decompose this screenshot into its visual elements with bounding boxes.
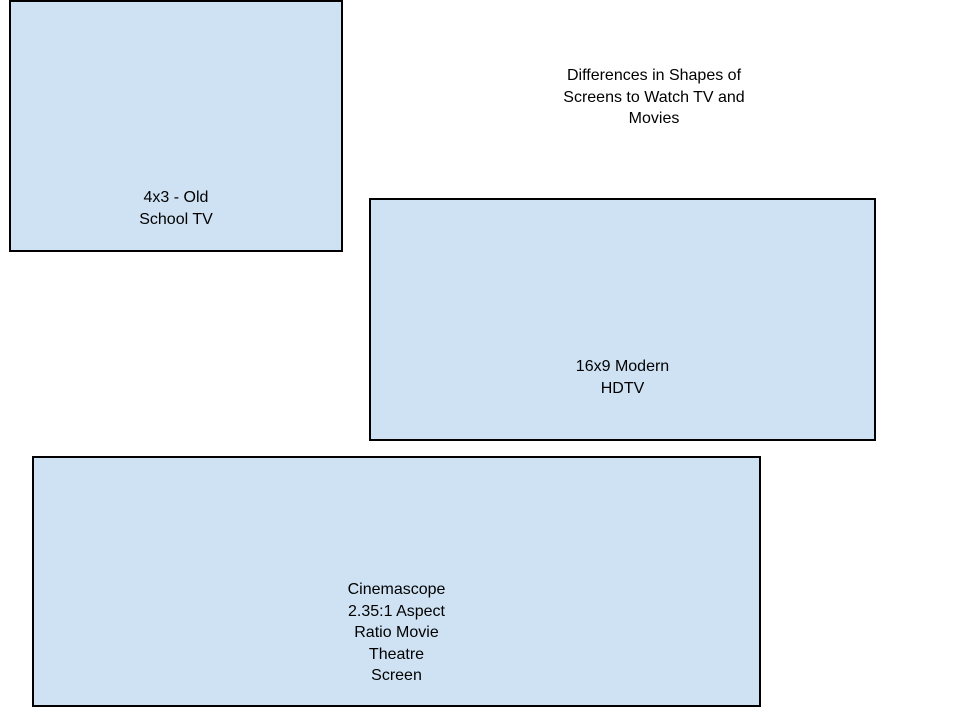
screen-16x9-label: 16x9 Modern HDTV xyxy=(575,358,670,397)
screen-cinemascope: Cinemascope 2.35:1 Aspect Ratio Movie Th… xyxy=(32,456,761,707)
screen-4x3-old-school-tv: 4x3 - Old School TV xyxy=(9,0,343,252)
diagram-title: Differences in Shapes of Screens to Watc… xyxy=(563,67,745,127)
screen-4x3-label: 4x3 - Old School TV xyxy=(139,189,213,228)
screen-16x9-modern-hdtv: 16x9 Modern HDTV xyxy=(369,198,876,441)
screen-cinemascope-label: Cinemascope 2.35:1 Aspect Ratio Movie Th… xyxy=(347,581,446,684)
